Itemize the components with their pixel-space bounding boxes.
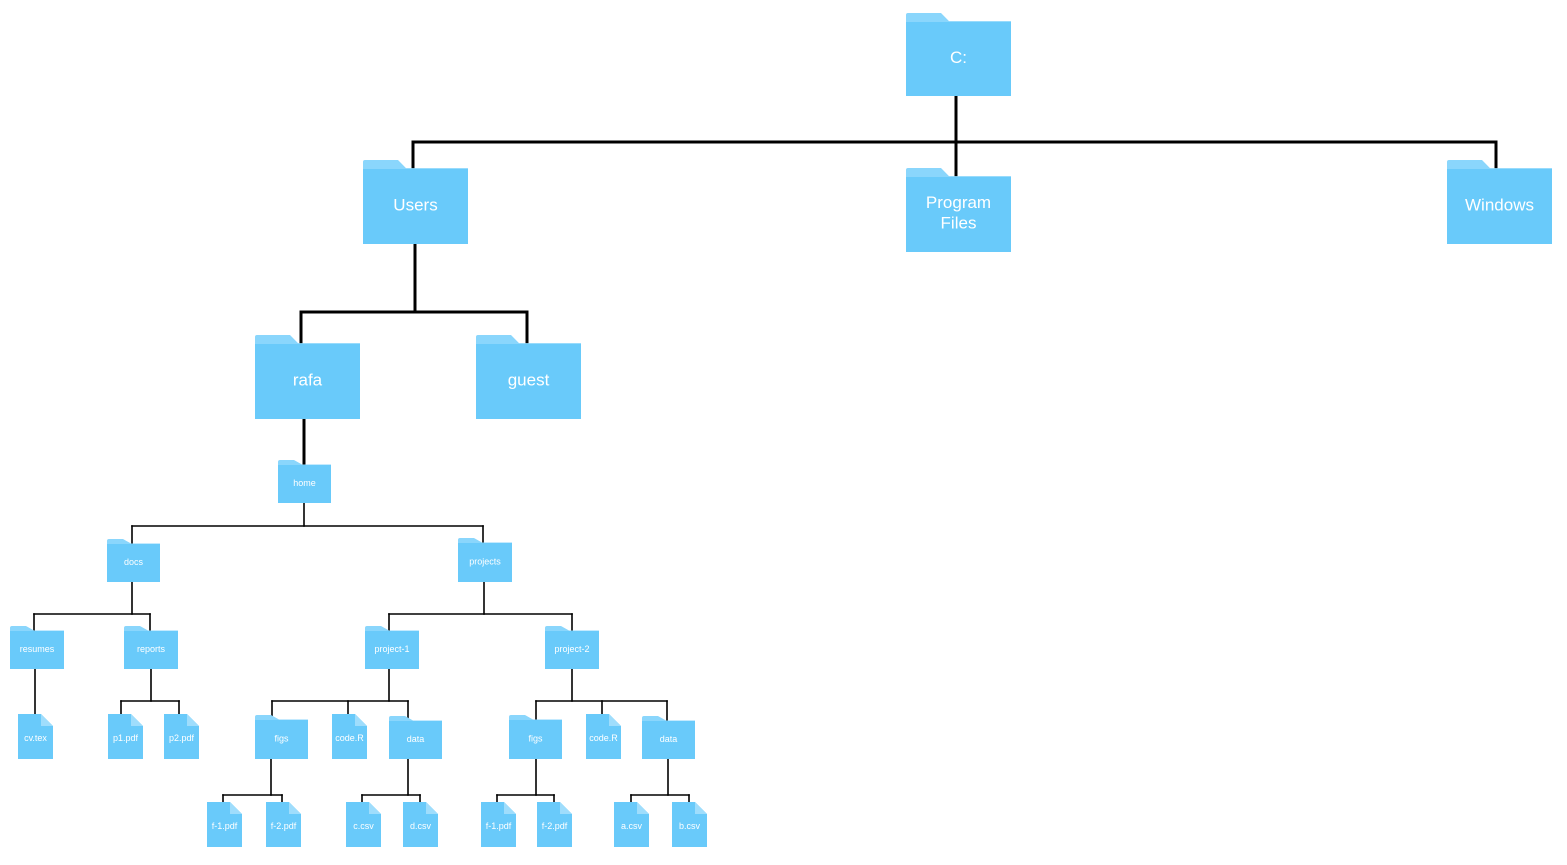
folder-body (545, 631, 599, 669)
file-fold-corner (41, 714, 53, 726)
node-label: f-2.pdf (542, 821, 568, 831)
file-p2-code-r[interactable]: code.R (586, 714, 621, 759)
folder-home[interactable]: home (278, 460, 331, 503)
folder-project-2[interactable]: project-2 (545, 626, 599, 669)
node-label: cv.tex (24, 733, 47, 743)
node-label: data (407, 734, 425, 744)
folder-p1-figs[interactable]: figs (255, 715, 308, 759)
node-label: p1.pdf (113, 733, 139, 743)
node-label: code.R (335, 733, 364, 743)
node-label: projects (469, 557, 501, 567)
folder-body (458, 543, 512, 582)
file-c-csv[interactable]: c.csv (346, 802, 381, 847)
folder-body (255, 344, 360, 419)
file-fold-corner (187, 714, 199, 726)
node-label: home (293, 478, 316, 488)
folder-icon (906, 13, 1011, 24)
file-fold-corner (695, 802, 707, 814)
folder-body (365, 631, 419, 669)
file-fold-corner (131, 714, 143, 726)
folder-project-1[interactable]: project-1 (365, 626, 419, 669)
folder-body (1447, 169, 1552, 244)
file-fold-corner (369, 802, 381, 814)
node-label: f-1.pdf (486, 821, 512, 831)
node-label: project-2 (554, 644, 589, 654)
file-fold-corner (289, 802, 301, 814)
folder-body (124, 631, 178, 669)
file-p2-f2-pdf[interactable]: f-2.pdf (537, 802, 572, 847)
node-label: p2.pdf (169, 733, 195, 743)
folder-reports[interactable]: reports (124, 626, 178, 669)
folder-docs[interactable]: docs (107, 539, 160, 582)
folder-icon (363, 160, 468, 171)
folder-body (363, 169, 468, 244)
file-p1-f2-pdf[interactable]: f-2.pdf (266, 802, 301, 847)
node-label: code.R (589, 733, 618, 743)
node-label: f-2.pdf (271, 821, 297, 831)
file-fold-corner (609, 714, 621, 726)
folder-icon (255, 335, 360, 346)
node-label: data (660, 734, 678, 744)
folder-p1-data[interactable]: data (389, 716, 442, 759)
folder-body (906, 22, 1011, 96)
folder-windows[interactable]: Windows (1447, 160, 1552, 244)
file-p2-f1-pdf[interactable]: f-1.pdf (481, 802, 516, 847)
node-label: guest (508, 371, 550, 390)
folder-c[interactable]: C: (906, 13, 1011, 96)
file-d-csv[interactable]: d.csv (403, 802, 438, 847)
node-label: resumes (20, 644, 55, 654)
folder-body (476, 344, 581, 419)
file-p2-pdf[interactable]: p2.pdf (164, 714, 199, 759)
node-label: project-1 (374, 644, 409, 654)
node-label: docs (124, 557, 144, 567)
folder-body (509, 720, 562, 759)
file-p1-pdf[interactable]: p1.pdf (108, 714, 143, 759)
node-label: figs (528, 734, 543, 744)
node-label: a.csv (621, 821, 643, 831)
folder-icon (1447, 160, 1552, 171)
file-fold-corner (637, 802, 649, 814)
file-cv-tex[interactable]: cv.tex (18, 714, 53, 759)
folder-p2-figs[interactable]: figs (509, 715, 562, 759)
connector-lines (33, 94, 1498, 803)
node-label: rafa (293, 371, 323, 390)
folder-rafa[interactable]: rafa (255, 335, 360, 419)
node-label: reports (137, 644, 166, 654)
folder-projects[interactable]: projects (458, 538, 512, 582)
file-p1-code-r[interactable]: code.R (332, 714, 367, 759)
node-label: C: (950, 48, 967, 67)
file-fold-corner (504, 802, 516, 814)
folder-body (906, 177, 1011, 252)
folder-guest[interactable]: guest (476, 335, 581, 419)
node-label: Users (393, 196, 437, 215)
node-label: figs (274, 734, 289, 744)
folder-users[interactable]: Users (363, 160, 468, 244)
folder-body (107, 544, 160, 582)
folder-p2-data[interactable]: data (642, 716, 695, 759)
file-fold-corner (426, 802, 438, 814)
node-label: c.csv (353, 821, 374, 831)
folder-icon (906, 168, 1011, 179)
file-fold-corner (230, 802, 242, 814)
node-label: Windows (1465, 196, 1534, 215)
file-fold-corner (355, 714, 367, 726)
folder-body (10, 631, 64, 669)
file-b-csv[interactable]: b.csv (672, 802, 707, 847)
folder-icon (476, 335, 581, 346)
folder-body (278, 465, 331, 503)
folder-body (389, 721, 442, 759)
node-label: f-1.pdf (212, 821, 238, 831)
file-p1-f1-pdf[interactable]: f-1.pdf (207, 802, 242, 847)
folder-body (642, 721, 695, 759)
folder-body (255, 720, 308, 759)
folder-resumes[interactable]: resumes (10, 626, 64, 669)
node-label: d.csv (410, 821, 432, 831)
file-fold-corner (560, 802, 572, 814)
file-a-csv[interactable]: a.csv (614, 802, 649, 847)
node-label: b.csv (679, 821, 701, 831)
